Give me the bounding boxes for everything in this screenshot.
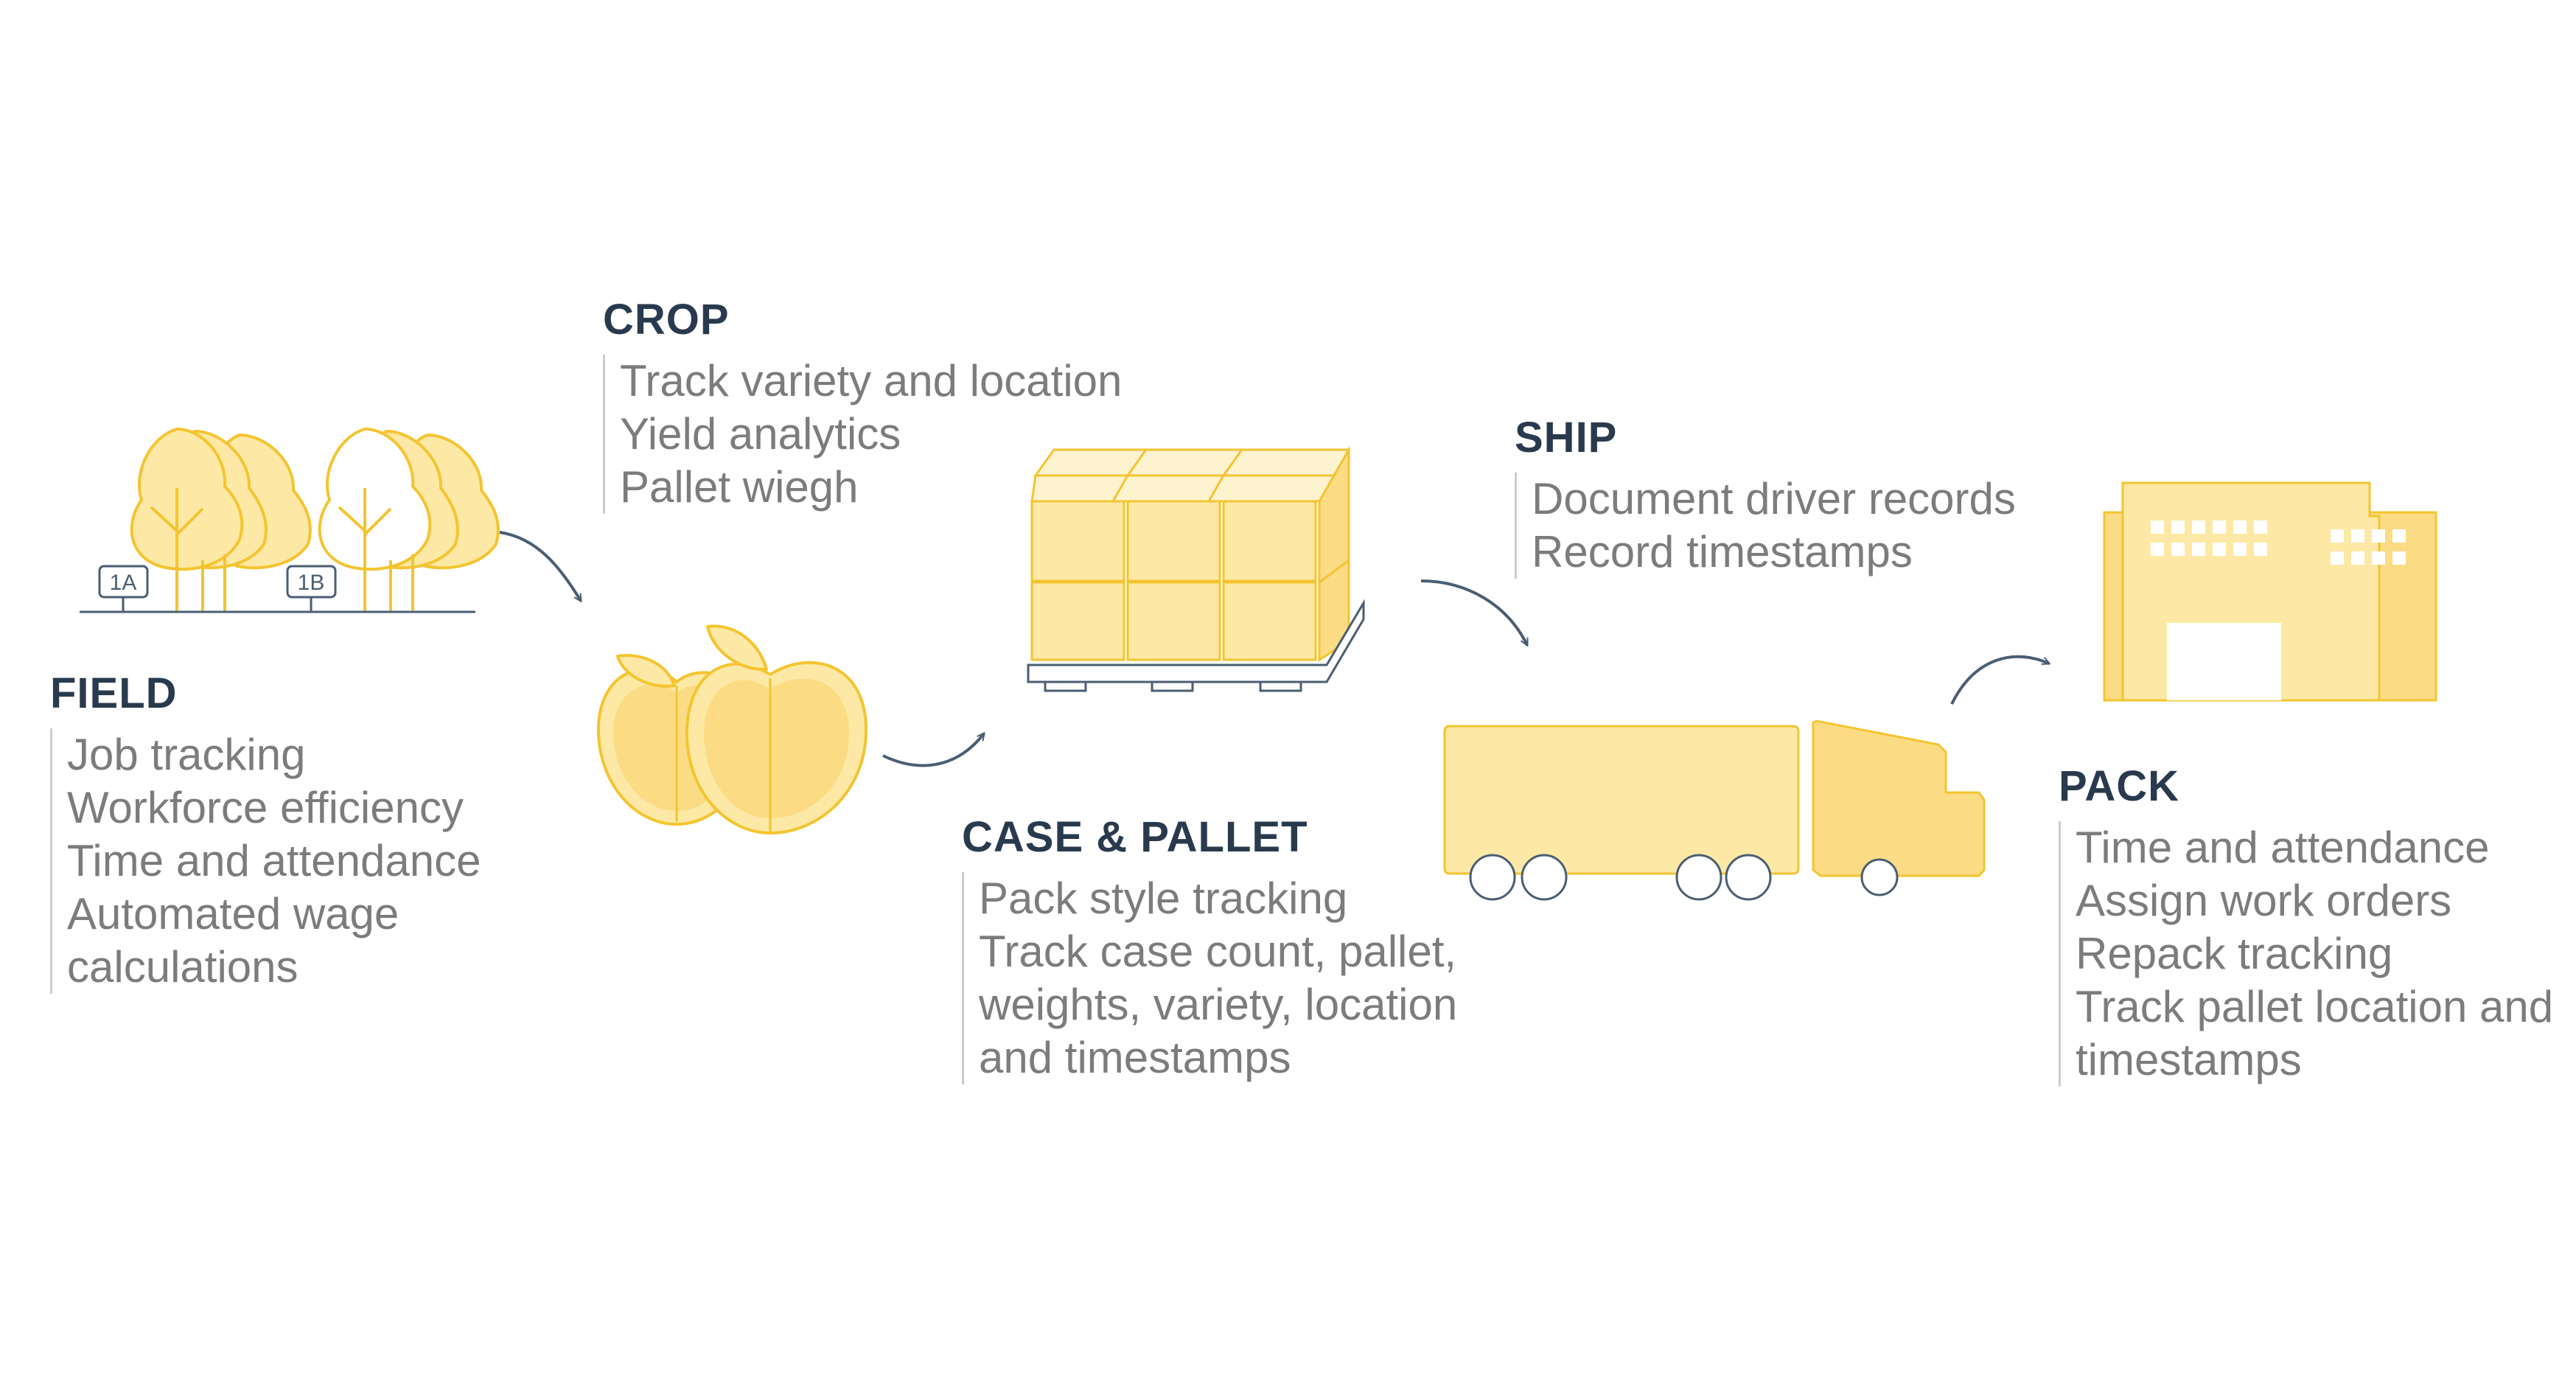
stage-ship: SHIP Document driver records Record time… — [1515, 417, 2016, 579]
curved-arrow-icon — [499, 531, 581, 601]
list-item: Yield analytics — [620, 409, 901, 459]
stage-field: FIELD Job tracking Workforce efficiency … — [50, 672, 481, 994]
list-item: Pallet wiegh — [620, 462, 859, 512]
connector-arrows — [499, 531, 2049, 767]
list-item: Document driver records — [1532, 474, 2016, 523]
list-item: Assign work orders — [2076, 876, 2452, 925]
stage-list-case-pallet: Pack style tracking Track case count, pa… — [962, 872, 1457, 1084]
stage-crop: CROP Track variety and location Yield an… — [603, 299, 1122, 514]
stage-list-crop: Track variety and location Yield analyti… — [603, 355, 1122, 514]
list-item: calculations — [67, 942, 299, 992]
stage-list-ship: Document driver records Record timestamp… — [1515, 473, 2016, 579]
list-item: weights, variety, location — [979, 980, 1458, 1029]
stage-title-crop: CROP — [603, 296, 730, 344]
list-item: Automated wage — [67, 889, 399, 938]
orchard-trees-icon — [80, 428, 500, 613]
list-item: Track variety and location — [620, 356, 1123, 405]
list-item: timestamps — [2076, 1035, 2302, 1084]
stage-title-field: FIELD — [50, 669, 178, 717]
stage-case-pallet: CASE & PALLET Pack style tracking Track … — [962, 816, 1457, 1084]
stage-list-pack: Time and attendance Assign work orders R… — [2059, 821, 2553, 1087]
curved-arrow-icon — [1950, 655, 2049, 705]
warehouse-building-icon — [2103, 481, 2437, 702]
list-item: Time and attendance — [67, 836, 481, 885]
truck-icon — [1443, 720, 1986, 901]
sign-label-1a: 1A — [110, 571, 137, 595]
stage-title-case-pallet: CASE & PALLET — [962, 813, 1308, 861]
apples-icon — [596, 624, 868, 835]
field-sign-1a: 1A — [98, 565, 149, 612]
list-item: Repack tracking — [2076, 929, 2393, 978]
list-item: Time and attendance — [2076, 823, 2490, 872]
sign-label-1b: 1B — [298, 571, 325, 595]
list-item: Track pallet location and — [2076, 982, 2554, 1031]
stage-list-field: Job tracking Workforce efficiency Time a… — [50, 728, 481, 994]
curved-arrow-icon — [882, 734, 984, 767]
list-item: and timestamps — [979, 1033, 1291, 1082]
field-sign-1b: 1B — [286, 565, 337, 612]
pallet-boxes-icon — [1027, 445, 1365, 692]
stage-pack: PACK Time and attendance Assign work ord… — [2059, 765, 2553, 1087]
stage-title-pack: PACK — [2059, 762, 2180, 810]
list-item: Workforce efficiency — [67, 783, 464, 832]
stage-title-ship: SHIP — [1515, 414, 1618, 461]
list-item: Track case count, pallet, — [979, 927, 1457, 976]
list-item: Job tracking — [67, 730, 306, 779]
list-item: Pack style tracking — [979, 874, 1348, 923]
list-item: Record timestamps — [1532, 527, 1913, 576]
curved-arrow-icon — [1420, 579, 1529, 645]
